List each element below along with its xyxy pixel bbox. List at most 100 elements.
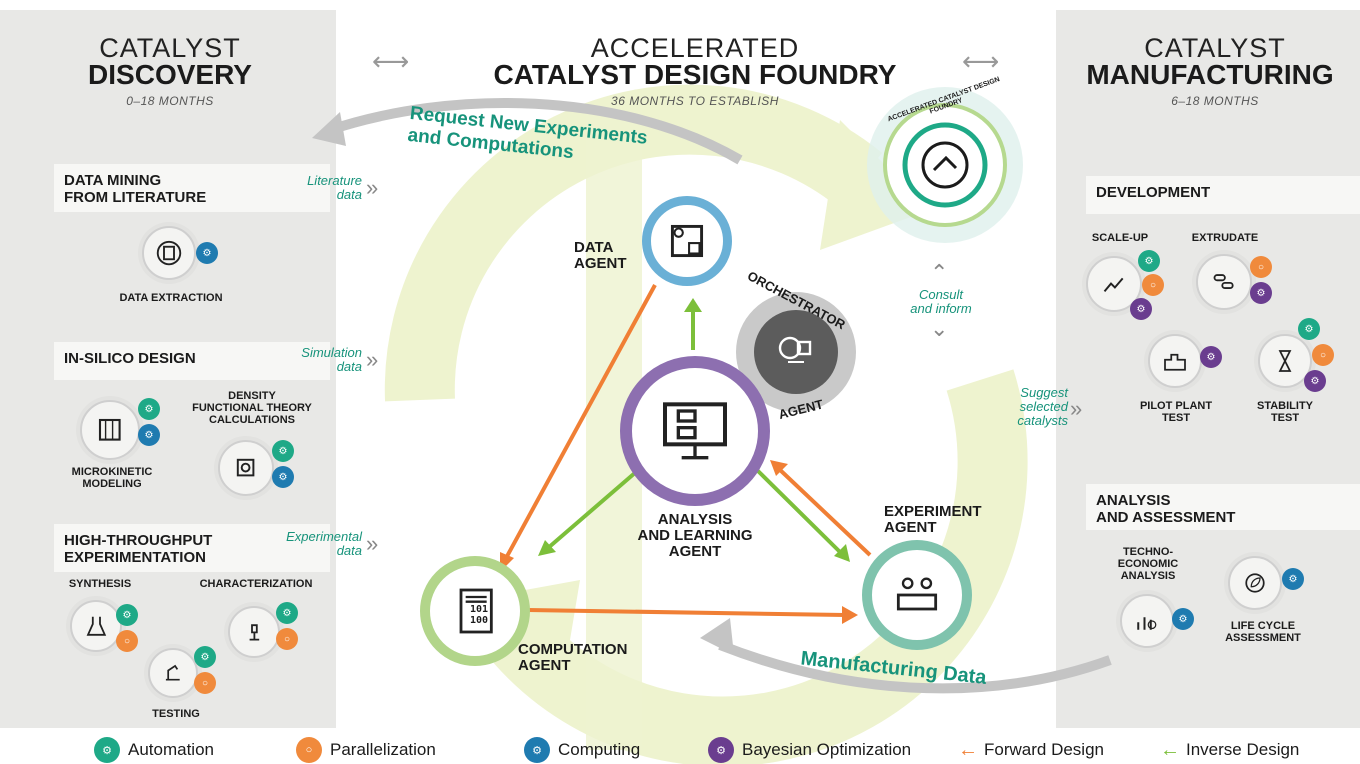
synthesis-label: SYNTHESIS	[68, 578, 132, 590]
pilot-plant-icon	[1148, 334, 1202, 388]
gear-icon	[921, 141, 969, 189]
manufacturing-arrow	[718, 640, 1112, 694]
legend-inverse-design: ← Inverse Design	[1160, 738, 1300, 761]
literature-chevron-icon: »	[366, 175, 379, 200]
banner-high-throughput: HIGH-THROUGHPUT EXPERIMENTATION	[54, 524, 330, 572]
automation-legend-icon: ⚙	[94, 737, 120, 763]
automation-badge-icon: ⚙	[138, 398, 160, 420]
consult-up-chevron-icon: ⌃	[930, 260, 949, 285]
scaleup-label: SCALE-UP	[1091, 232, 1149, 244]
center-title-top: ACCELERATED	[590, 33, 800, 63]
simulation-data-label: Simulation data	[301, 345, 362, 374]
inverse-arrow-analysis-to-data-head	[684, 298, 702, 312]
bayesian-badge-icon: ⚙	[1304, 370, 1326, 392]
techno-economic-label: TECHNO- ECONOMIC ANALYSIS	[1117, 546, 1179, 582]
automation-badge-icon: ⚙	[194, 646, 216, 668]
right-title-bold: MANUFACTURING	[1086, 59, 1334, 90]
left-subtitle: 0–18 MONTHS	[126, 94, 214, 108]
legend-parallelization: ○ Parallelization	[296, 737, 436, 763]
parallelization-badge-icon: ○	[276, 628, 298, 650]
orchestrator-agent-circle	[736, 292, 856, 412]
experiment-agent-label: EXPERIMENT AGENT	[884, 503, 982, 536]
suggest-chevron-icon: »	[1070, 396, 1083, 421]
banner-development: DEVELOPMENT	[1086, 176, 1360, 214]
legend-computing: ⚙ Computing	[524, 737, 640, 763]
forward-arrow-computation-to-experiment	[527, 608, 846, 617]
analysis-agent-label: ANALYSIS AND LEARNING AGENT	[637, 511, 753, 560]
right-title-top: CATALYST	[1144, 33, 1286, 63]
computing-badge-icon: ⚙	[1172, 608, 1194, 630]
forward-arrow-data-to-computation	[503, 284, 657, 561]
parallelization-badge-icon: ○	[116, 630, 138, 652]
banner-data-mining: DATA MINING FROM LITERATURE	[54, 164, 330, 212]
automation-badge-icon: ⚙	[1138, 250, 1160, 272]
inverse-arrow-analysis-to-computation-head	[538, 540, 556, 556]
left-title-bold: DISCOVERY	[88, 59, 252, 90]
data-extraction-icon	[142, 226, 196, 280]
parallelization-badge-icon: ○	[1250, 256, 1272, 278]
computation-agent-label: COMPUTATION AGENT	[518, 641, 628, 674]
inverse-arrow-analysis-to-experiment	[753, 466, 842, 554]
parallelization-badge-icon: ○	[1312, 344, 1334, 366]
bayesian-legend-icon: ⚙	[708, 737, 734, 763]
automation-badge-icon: ⚙	[272, 440, 294, 462]
experimental-data-label: Experimental data	[286, 529, 362, 558]
computing-badge-icon: ⚙	[272, 466, 294, 488]
simulation-chevron-icon: »	[366, 347, 379, 372]
monitor-flowchart-icon	[663, 402, 727, 460]
manufacturing-arrow-head	[700, 618, 734, 655]
automation-badge-icon: ⚙	[1298, 318, 1320, 340]
right-subtitle: 6–18 MONTHS	[1171, 94, 1259, 108]
left-double-arrow: ⟷	[372, 47, 409, 77]
center-title-bold: CATALYST DESIGN FOUNDRY	[493, 59, 897, 90]
experiment-agent-circle	[862, 540, 972, 650]
synthesis-icon	[70, 600, 122, 652]
forward-arrow-legend-icon: ←	[958, 738, 978, 761]
stability-label: STABILITY TEST	[1256, 400, 1313, 424]
data-extraction-label: DATA EXTRACTION	[119, 292, 223, 304]
computation-document-icon	[459, 588, 493, 634]
computing-legend-icon: ⚙	[524, 737, 550, 763]
stability-icon	[1258, 334, 1312, 388]
analysis-agent-circle	[620, 356, 770, 506]
consult-inform-label: Consult and inform	[910, 287, 972, 316]
computation-agent-circle	[420, 556, 530, 666]
banner-in-silico: IN-SILICO DESIGN	[54, 342, 330, 380]
microkinetic-label: MICROKINETIC MODELING	[71, 466, 153, 490]
dft-icon	[218, 440, 274, 496]
brain-chip-icon	[778, 336, 812, 363]
computing-badge-icon: ⚙	[138, 424, 160, 446]
data-agent-label: DATA AGENT	[574, 239, 627, 272]
automation-badge-icon: ⚙	[116, 604, 138, 626]
pilot-plant-label: PILOT PLANT TEST	[1139, 400, 1213, 424]
center-subtitle: 36 MONTHS TO ESTABLISH	[611, 94, 779, 108]
bayesian-badge-icon: ⚙	[1250, 282, 1272, 304]
bayesian-badge-icon: ⚙	[1200, 346, 1222, 368]
automation-badge-icon: ⚙	[276, 602, 298, 624]
bayesian-badge-icon: ⚙	[1130, 298, 1152, 320]
dft-label: DENSITY FUNCTIONAL THEORY CALCULATIONS	[192, 390, 312, 426]
inverse-arrow-analysis-to-computation	[546, 470, 638, 550]
request-arrow	[328, 97, 743, 165]
binary-digits: 101 100	[470, 604, 489, 626]
data-flow-icon	[670, 224, 704, 258]
left-title-top: CATALYST	[99, 33, 241, 63]
life-cycle-label: LIFE CYCLE ASSESSMENT	[1225, 620, 1301, 644]
characterization-icon	[228, 606, 280, 658]
consult-down-chevron-icon: ⌄	[930, 316, 949, 341]
legend-automation: ⚙ Automation	[94, 737, 214, 763]
banner-analysis-assessment: ANALYSIS AND ASSESSMENT	[1086, 484, 1360, 530]
inverse-arrow-legend-icon: ←	[1160, 738, 1180, 761]
suggest-catalysts-label: Suggest selected catalysts	[1017, 385, 1068, 428]
extrudate-icon	[1196, 254, 1252, 310]
computing-badge-icon: ⚙	[1282, 568, 1304, 590]
legend-forward-design: ← Forward Design	[958, 738, 1104, 761]
life-cycle-icon	[1228, 556, 1282, 610]
lab-robots-icon	[896, 577, 938, 611]
forward-arrow-experiment-to-analysis	[776, 466, 872, 557]
characterization-label: CHARACTERIZATION	[199, 578, 313, 590]
inverse-arrow-analysis-to-experiment-head	[834, 544, 850, 562]
testing-label: TESTING	[152, 708, 200, 720]
request-arrow-head	[312, 112, 346, 146]
